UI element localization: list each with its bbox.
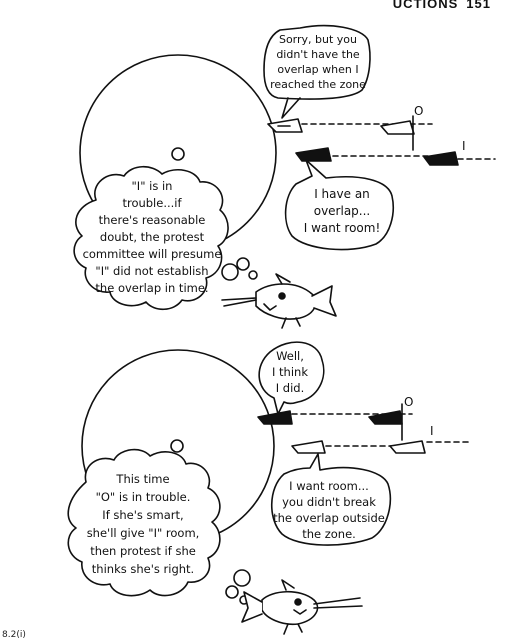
speech-bubble-i-bottom	[271, 453, 392, 546]
page-header: UCTIONS 151	[393, 0, 491, 11]
boat-o-label-bottom: O	[404, 395, 414, 409]
mark-bottom	[170, 439, 184, 453]
page-footer-code: 8.2(i)	[2, 630, 26, 640]
speech-bubble-o-bottom	[258, 341, 325, 415]
boat-i-label-top: I	[462, 139, 466, 153]
swordfish-top	[221, 273, 337, 329]
boat-i-top-ahead	[423, 151, 459, 166]
boat-i-bottom	[291, 440, 326, 454]
thought-top-text: "I" is in trouble...if there's reasonabl…	[82, 179, 222, 295]
speech-o-top-text: Sorry, but you didn't have the overlap w…	[270, 33, 366, 91]
speech-bubble-i-top	[284, 159, 394, 251]
boat-i-label-bottom: I	[430, 424, 434, 438]
boat-o-bottom	[257, 410, 293, 425]
speech-o-bottom-text: Well, I think I did.	[272, 349, 308, 395]
boat-o-label-top: O	[414, 104, 424, 118]
boat-i-bottom-ahead	[389, 440, 426, 454]
speech-bubble-o-top	[263, 24, 371, 119]
speech-i-top-text: I have an overlap... I want room!	[303, 187, 381, 235]
page-number: 151	[466, 0, 491, 11]
boat-o-top-ahead	[380, 120, 415, 135]
thought-bubble-top	[73, 165, 229, 311]
swordfish-bottom	[241, 579, 363, 635]
thought-bottom-text: This time "O" is in trouble. If she's sm…	[86, 472, 200, 576]
speech-i-bottom-text: I want room... you didn't break the over…	[273, 479, 385, 541]
boat-i-top	[295, 147, 332, 162]
mark-top	[171, 147, 185, 161]
boat-o-bottom-ahead	[368, 410, 403, 425]
header-title: UCTIONS	[392, 0, 459, 11]
thought-bubble-bottom	[67, 448, 221, 597]
